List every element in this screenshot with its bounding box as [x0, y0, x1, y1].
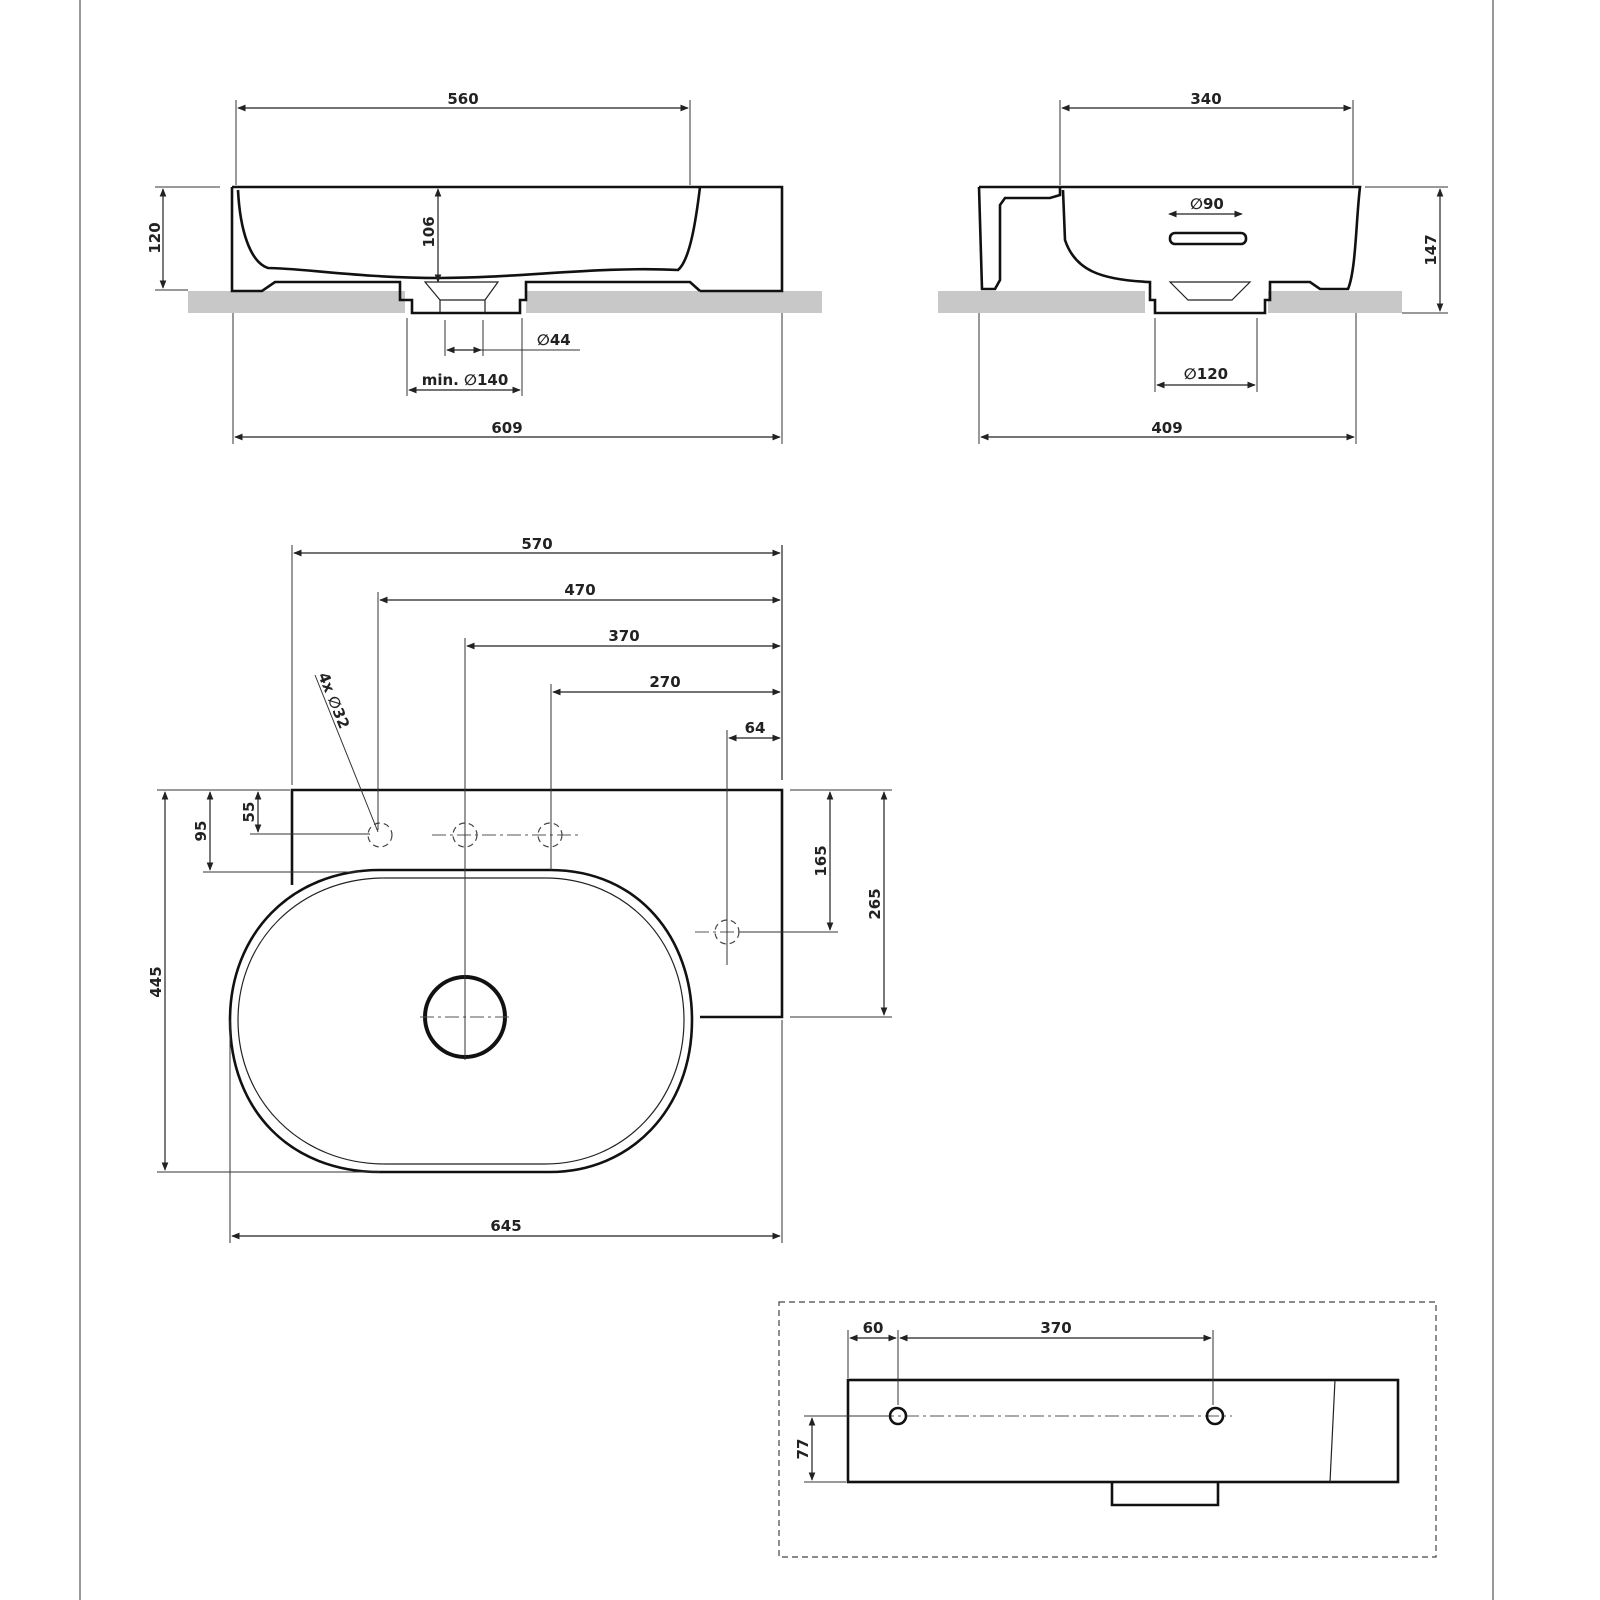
dim-label-bowl-depth: 106 — [420, 216, 438, 247]
dim-label-side-inner: 340 — [1190, 90, 1221, 108]
plan-view: 4x ∅32 570 470 370 270 64 445 95 55 165 — [147, 535, 892, 1243]
dim-label-55: 55 — [240, 802, 258, 823]
dim-label-265: 265 — [866, 888, 884, 919]
dim-label-95: 95 — [192, 821, 210, 842]
side-view: 340 ∅90 147 ∅120 409 — [938, 90, 1448, 444]
dim-label-rear-60: 60 — [863, 1319, 884, 1337]
dim-label-64: 64 — [745, 719, 766, 737]
dim-label-rear-77: 77 — [794, 1439, 812, 1460]
dim-label-height: 120 — [146, 222, 164, 253]
rear-view: 60 370 77 — [778, 1301, 1437, 1558]
dim-label-570: 570 — [521, 535, 552, 553]
dim-label-rear-370: 370 — [1040, 1319, 1071, 1337]
dim-label-side-cutout: ∅120 — [1184, 365, 1228, 383]
dim-label-holes: 4x ∅32 — [314, 670, 353, 732]
rear-body — [846, 1378, 1400, 1484]
rear-view-frame — [778, 1301, 1437, 1558]
front-view: 560 120 106 ∅44 min. ∅140 609 — [146, 90, 822, 444]
dim-label-inner-width: 560 — [447, 90, 478, 108]
rear-hole-right — [1205, 1406, 1225, 1426]
dim-label-side-depth: 409 — [1151, 419, 1182, 437]
dim-label-min-cutout: min. ∅140 — [422, 371, 509, 389]
dim-label-165: 165 — [812, 845, 830, 876]
dim-label-overflow: ∅90 — [1190, 195, 1224, 213]
dim-label-270: 270 — [649, 673, 680, 691]
countertop-left — [188, 291, 405, 313]
dim-label-overall-width: 609 — [491, 419, 522, 437]
dim-label-645: 645 — [490, 1217, 521, 1235]
waste-outlet — [423, 281, 500, 313]
rear-hole-left — [888, 1406, 908, 1426]
tap-holes — [367, 822, 760, 945]
dim-label-side-height: 147 — [1422, 234, 1440, 265]
countertop-right — [526, 291, 822, 313]
rear-drain-tab — [1110, 1482, 1220, 1507]
dim-label-470: 470 — [564, 581, 595, 599]
dim-label-445: 445 — [147, 966, 165, 997]
overflow-slot — [1168, 231, 1248, 246]
basin-outline — [228, 868, 694, 1174]
dim-label-370: 370 — [608, 627, 639, 645]
holes-leader — [314, 674, 379, 833]
dim-label-waste: ∅44 — [537, 331, 571, 349]
